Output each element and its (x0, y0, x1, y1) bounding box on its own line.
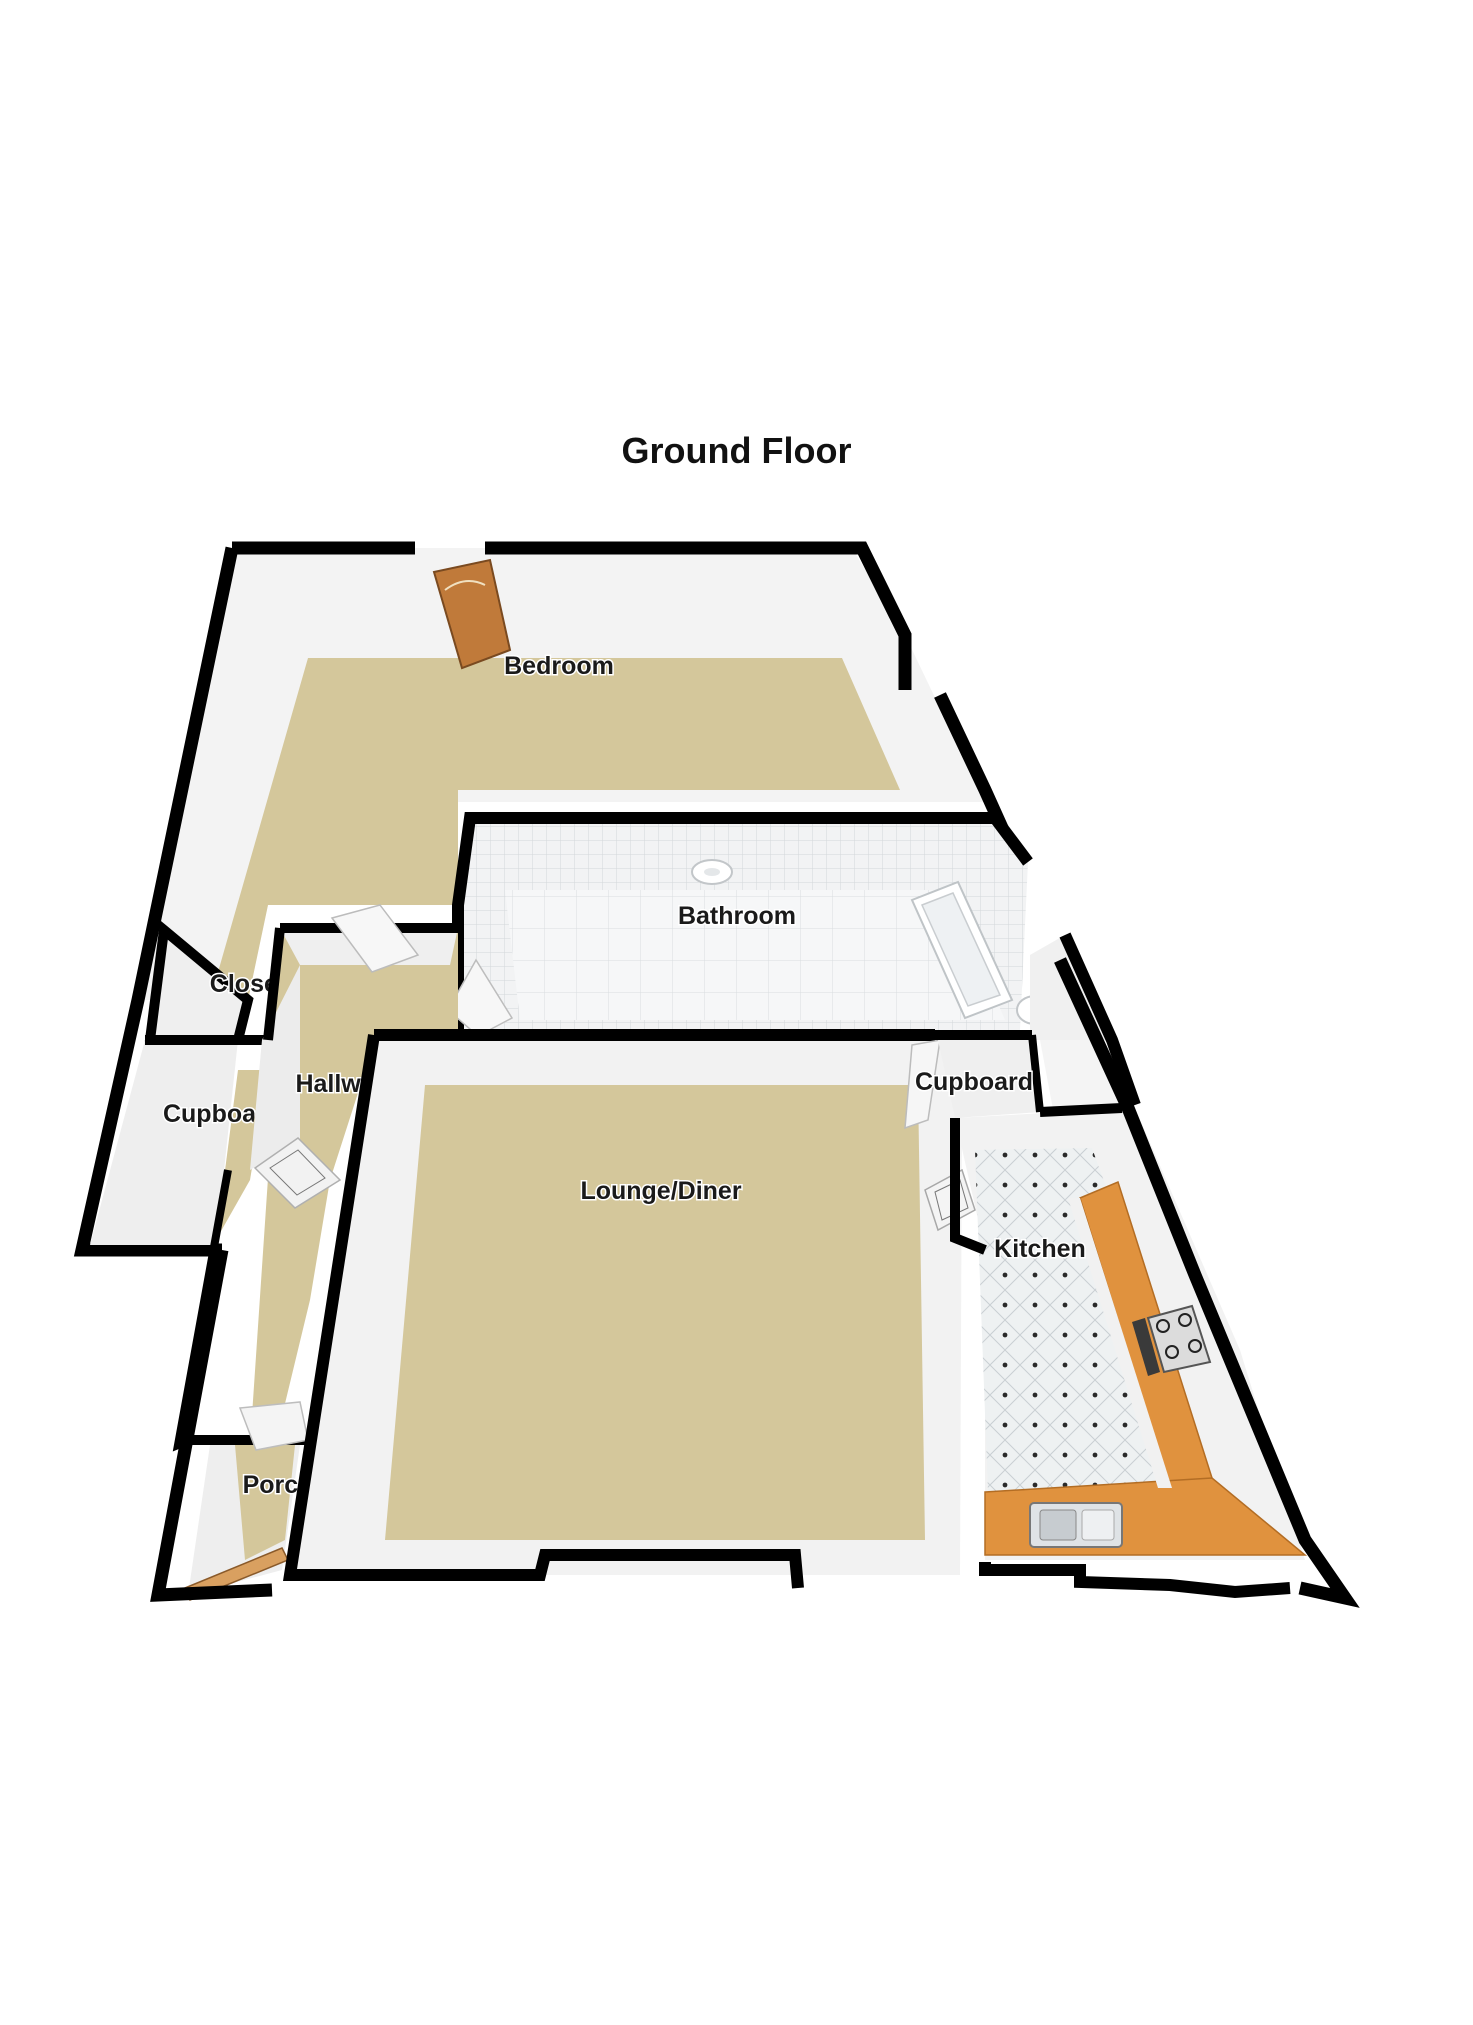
porch: Porch (184, 1401, 315, 1601)
kitchen-oven (1132, 1318, 1160, 1376)
floor-title: Ground Floor (621, 430, 852, 471)
kitchen: Kitchen (924, 957, 1360, 1608)
lounge-floor (385, 1085, 925, 1540)
bathroom-door (447, 958, 514, 1037)
hallway-bedroom-door (330, 904, 420, 973)
bathroom-label: Bathroom (678, 902, 796, 930)
bath-tub (910, 880, 1014, 1020)
hallway-cupboard-door (253, 1137, 342, 1209)
lounge-diner: Lounge/Diner (282, 1029, 962, 1589)
lounge-cupboard-door (904, 1039, 941, 1130)
hallway-floor (248, 928, 458, 1445)
bedroom: Bedroom (73, 541, 1018, 1257)
bathroom-floor (505, 890, 1005, 1020)
bedroom-floor (210, 658, 900, 1000)
bedroom-label: Bedroom (504, 652, 614, 680)
kitchen-label: Kitchen (994, 1235, 1086, 1263)
bathroom: Bathroom (447, 812, 1054, 1037)
cupboard-left: Cupboard (90, 1035, 283, 1245)
cupboard-right-label: Cupboard (915, 1068, 1033, 1096)
kitchen-hob (1146, 1304, 1212, 1374)
bedroom-door (432, 558, 512, 670)
outer-wall-left (150, 1248, 273, 1602)
lounge-label: Lounge/Diner (580, 1177, 741, 1205)
bathroom-sink (691, 859, 733, 885)
kitchen-sink (1029, 1502, 1123, 1548)
